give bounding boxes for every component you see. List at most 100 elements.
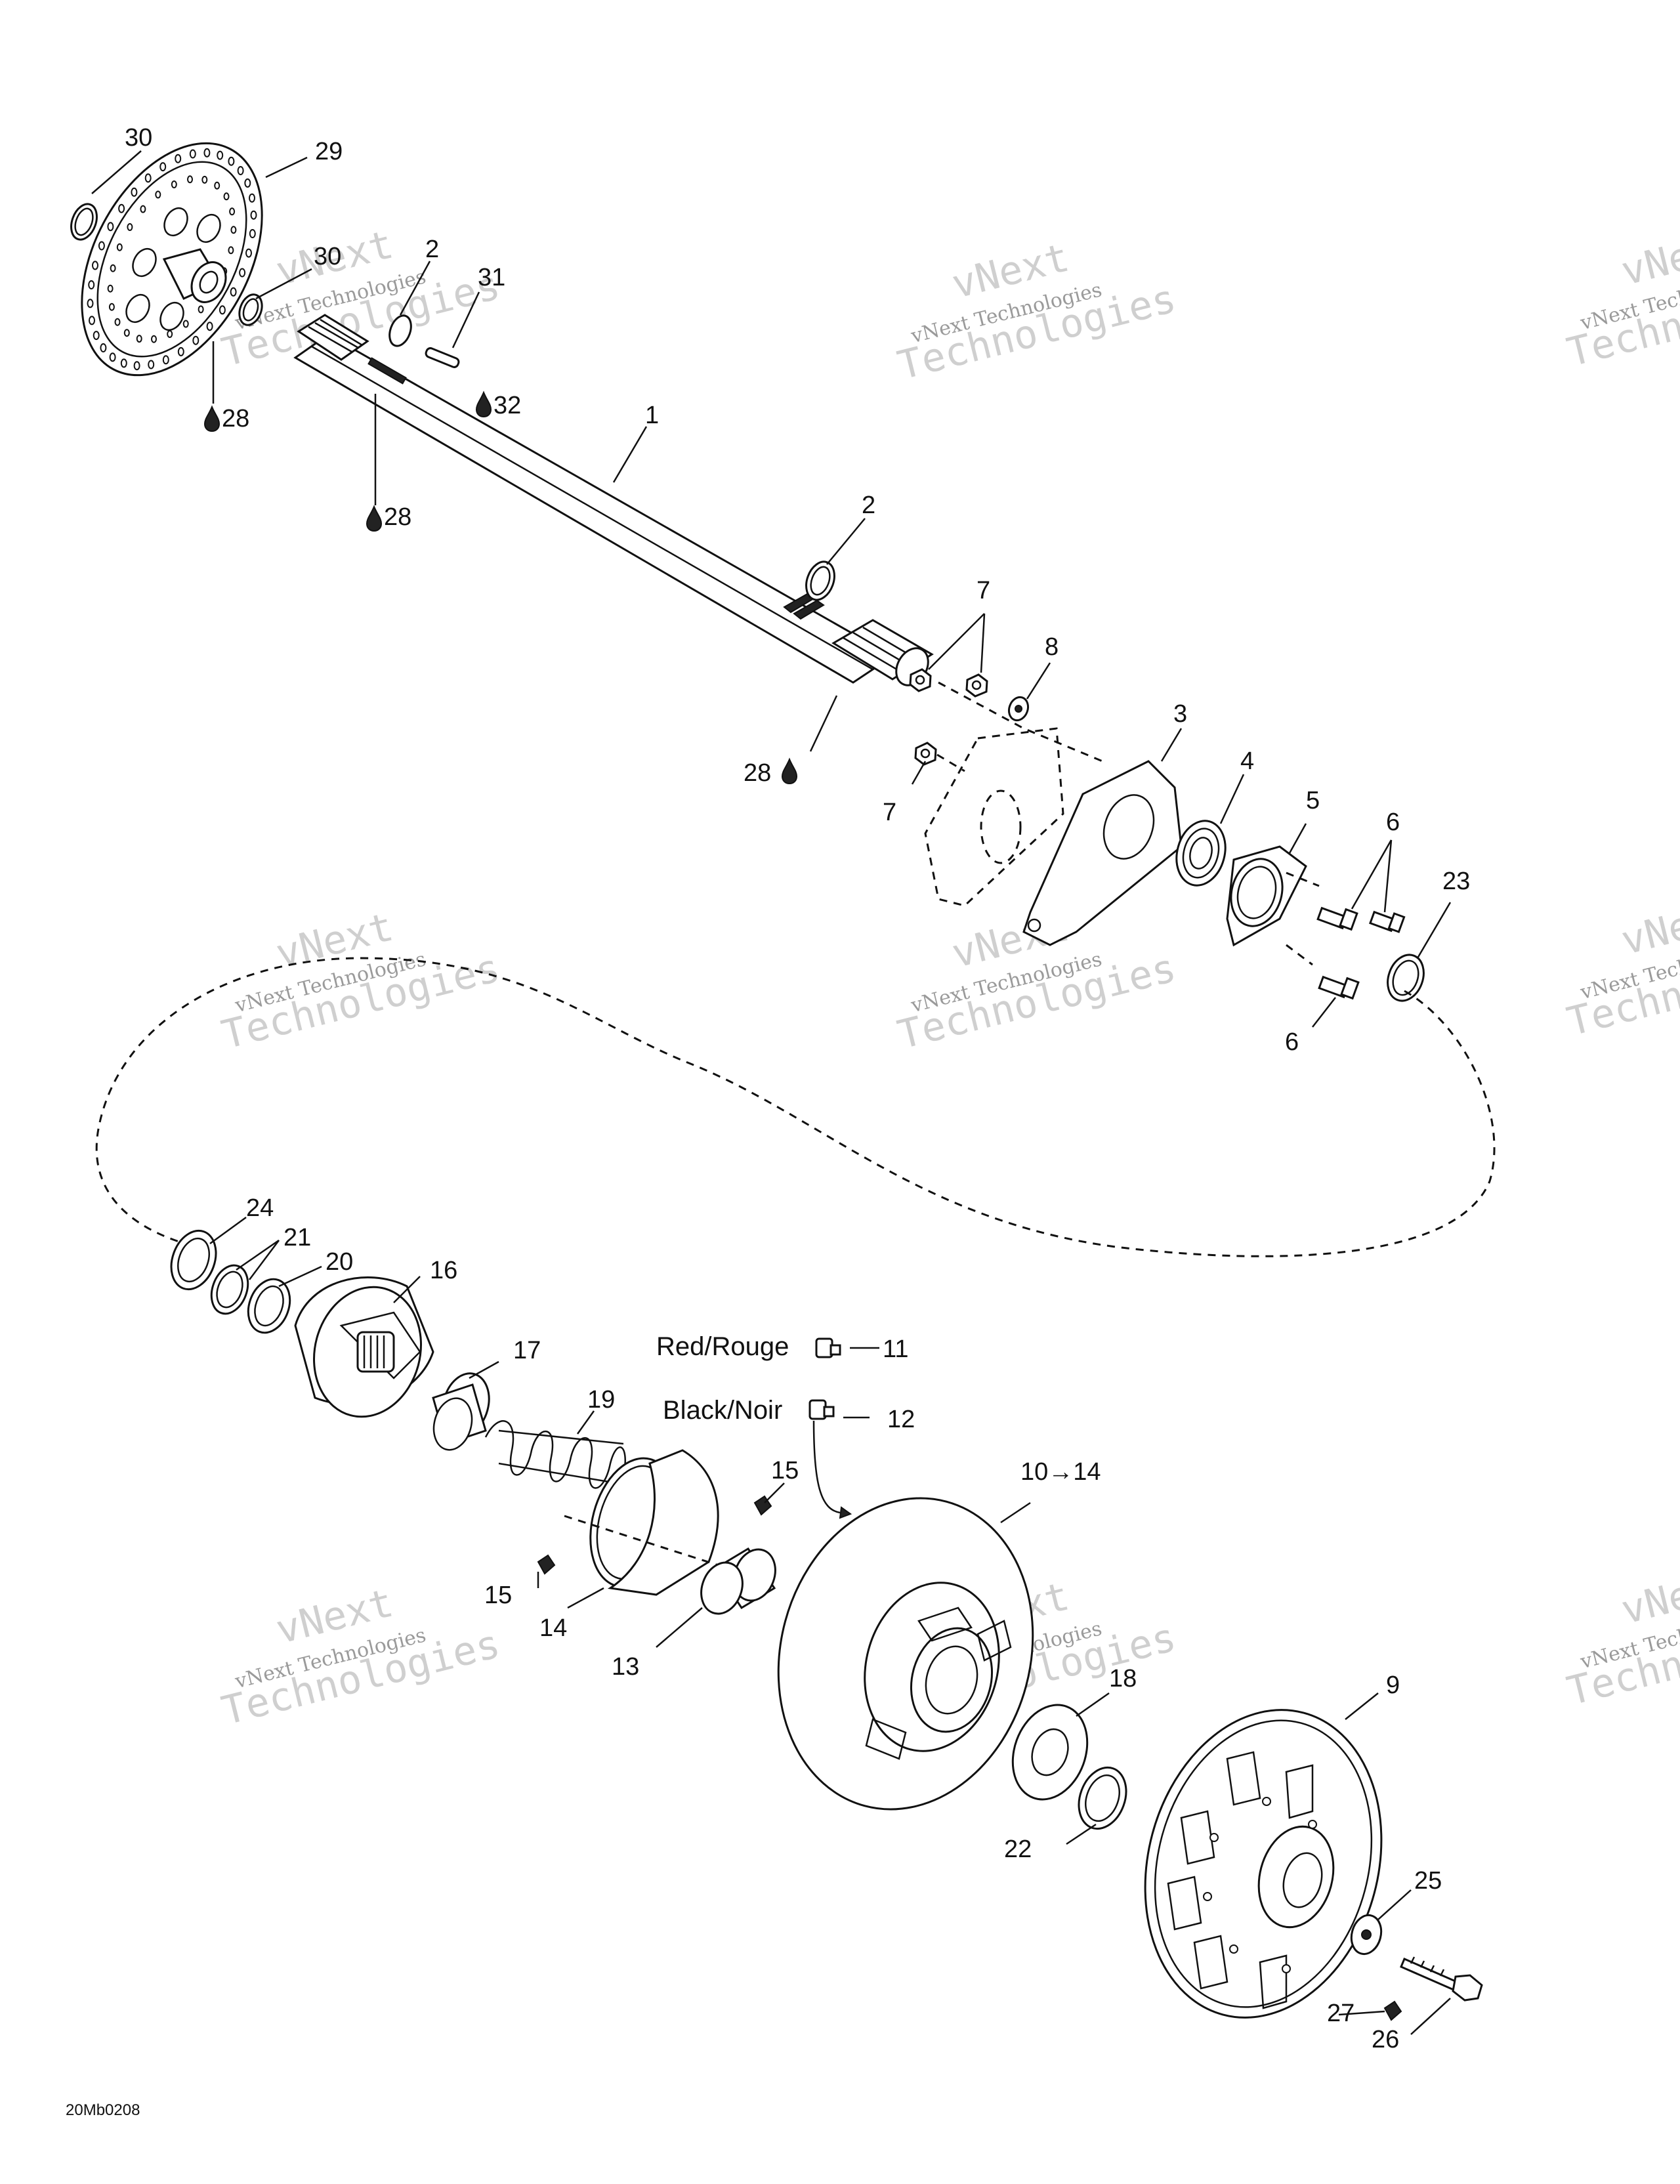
watermark: vNext vNext Technologies Technologies	[217, 1580, 505, 1734]
brake-disc	[81, 142, 263, 377]
vent-hole	[116, 243, 123, 251]
vent-hole	[159, 162, 167, 172]
callout-14: 14	[539, 1614, 567, 1642]
callout-20: 20	[326, 1248, 353, 1276]
callout-5: 5	[1306, 787, 1320, 814]
vent-hole	[203, 148, 211, 158]
vent-hole	[175, 154, 182, 163]
watermark: vNext vNext Technologies Technologies	[893, 235, 1181, 389]
nut-7a	[909, 668, 932, 692]
vent-hole	[189, 149, 196, 159]
callout-12: 12	[887, 1406, 915, 1433]
callout-17: 17	[513, 1337, 541, 1364]
callout-10-to-14: 10→14	[1020, 1458, 1101, 1486]
callout-16: 16	[430, 1257, 457, 1284]
callout-27: 27	[1327, 2000, 1354, 2027]
legend-red-label: Red/Rouge	[656, 1332, 789, 1361]
callout-25: 25	[1414, 1867, 1442, 1895]
vent-hole	[217, 150, 224, 160]
vent-hole	[155, 190, 161, 199]
vent-hole	[109, 352, 116, 362]
vent-hole	[192, 335, 200, 345]
connector-12-black	[808, 1399, 835, 1420]
shim-21	[210, 1264, 249, 1315]
belt-path	[95, 957, 1496, 1257]
watermark: vNext vNext Technologies Technologies	[893, 904, 1181, 1059]
vent-hole	[245, 248, 252, 258]
callout-2-mid: 2	[862, 492, 875, 519]
vent-hole	[98, 241, 105, 251]
vent-hole	[93, 331, 100, 341]
legend-black-label: Black/Noir	[663, 1396, 782, 1425]
circlip-2-mid	[805, 560, 835, 601]
sleeve-17	[432, 1372, 490, 1451]
callout-26: 26	[1372, 2026, 1399, 2053]
nut-7c	[914, 742, 937, 766]
circlip-2-top	[388, 314, 412, 347]
vent-hole	[250, 210, 257, 220]
vent-hole	[108, 303, 115, 311]
callout-7-top: 7	[976, 577, 990, 604]
callout-labels: 30 29 30 2 31 28 32 1 28 2 7 8 28 7 3 4 …	[66, 124, 1470, 2119]
watermark: vNext vNext Technologies Technologies	[217, 904, 505, 1059]
driven-shaft	[293, 314, 934, 686]
ring-22	[1078, 1766, 1127, 1830]
drop-icon	[203, 405, 220, 432]
vent-hole	[228, 156, 235, 166]
vent-hole	[237, 166, 244, 175]
callout-4: 4	[1240, 747, 1254, 775]
callout-1: 1	[645, 402, 659, 429]
vent-hole	[107, 284, 114, 293]
vent-hole	[187, 175, 193, 184]
bushing-13	[700, 1547, 776, 1615]
ring-23	[1387, 954, 1425, 1002]
callout-7-bottom: 7	[883, 799, 896, 826]
vent-hole	[244, 178, 251, 188]
vent-hole	[249, 193, 255, 203]
vent-hole	[118, 203, 125, 213]
o-ring-30-left	[70, 203, 98, 241]
drawing-code: 20Mb0208	[66, 2101, 140, 2119]
bolt-26	[1400, 1956, 1483, 2002]
spring-cover-14	[589, 1449, 719, 1596]
part-27	[1383, 2000, 1402, 2021]
callout-3: 3	[1173, 700, 1187, 728]
watermark: vNext vNext Technologies Technologies	[1563, 891, 1680, 1045]
vent-hole	[107, 222, 114, 232]
callout-18: 18	[1109, 1665, 1137, 1692]
vent-hole	[133, 361, 140, 371]
callout-15-right: 15	[771, 1457, 799, 1484]
cam-16	[294, 1276, 434, 1418]
vent-hole	[131, 187, 138, 197]
watermark-line1: vNext	[1617, 222, 1680, 295]
lubricant-drop-icons	[203, 390, 798, 785]
callout-28-a: 28	[222, 405, 249, 432]
spring-19	[484, 1420, 626, 1489]
bolt-6c	[1318, 975, 1360, 1000]
vent-hole	[89, 316, 95, 326]
callout-23: 23	[1442, 868, 1470, 895]
vent-hole	[87, 299, 94, 308]
watermark: vNext vNext Technologies Technologies	[1563, 222, 1680, 376]
vent-hole	[223, 192, 230, 201]
callout-30-right: 30	[314, 243, 341, 270]
vent-hole	[127, 223, 133, 231]
callout-9: 9	[1386, 1671, 1400, 1699]
vent-hole	[214, 181, 220, 190]
vent-hole	[144, 173, 152, 183]
bushing-20	[247, 1278, 291, 1334]
vent-hole	[229, 207, 236, 216]
callout-15-left: 15	[484, 1582, 512, 1609]
washer-25	[1350, 1914, 1383, 1956]
drop-icon	[366, 505, 383, 532]
callout-28-c: 28	[744, 759, 771, 787]
vent-hole	[100, 343, 107, 352]
callout-29: 29	[315, 138, 343, 165]
vent-hole	[88, 280, 95, 289]
drop-icon	[781, 757, 798, 785]
callout-6-top: 6	[1386, 808, 1400, 836]
vent-hole	[249, 229, 256, 238]
engine-bracket-outline	[924, 727, 1064, 907]
callout-28-b: 28	[384, 503, 411, 531]
vent-hole	[120, 358, 127, 368]
